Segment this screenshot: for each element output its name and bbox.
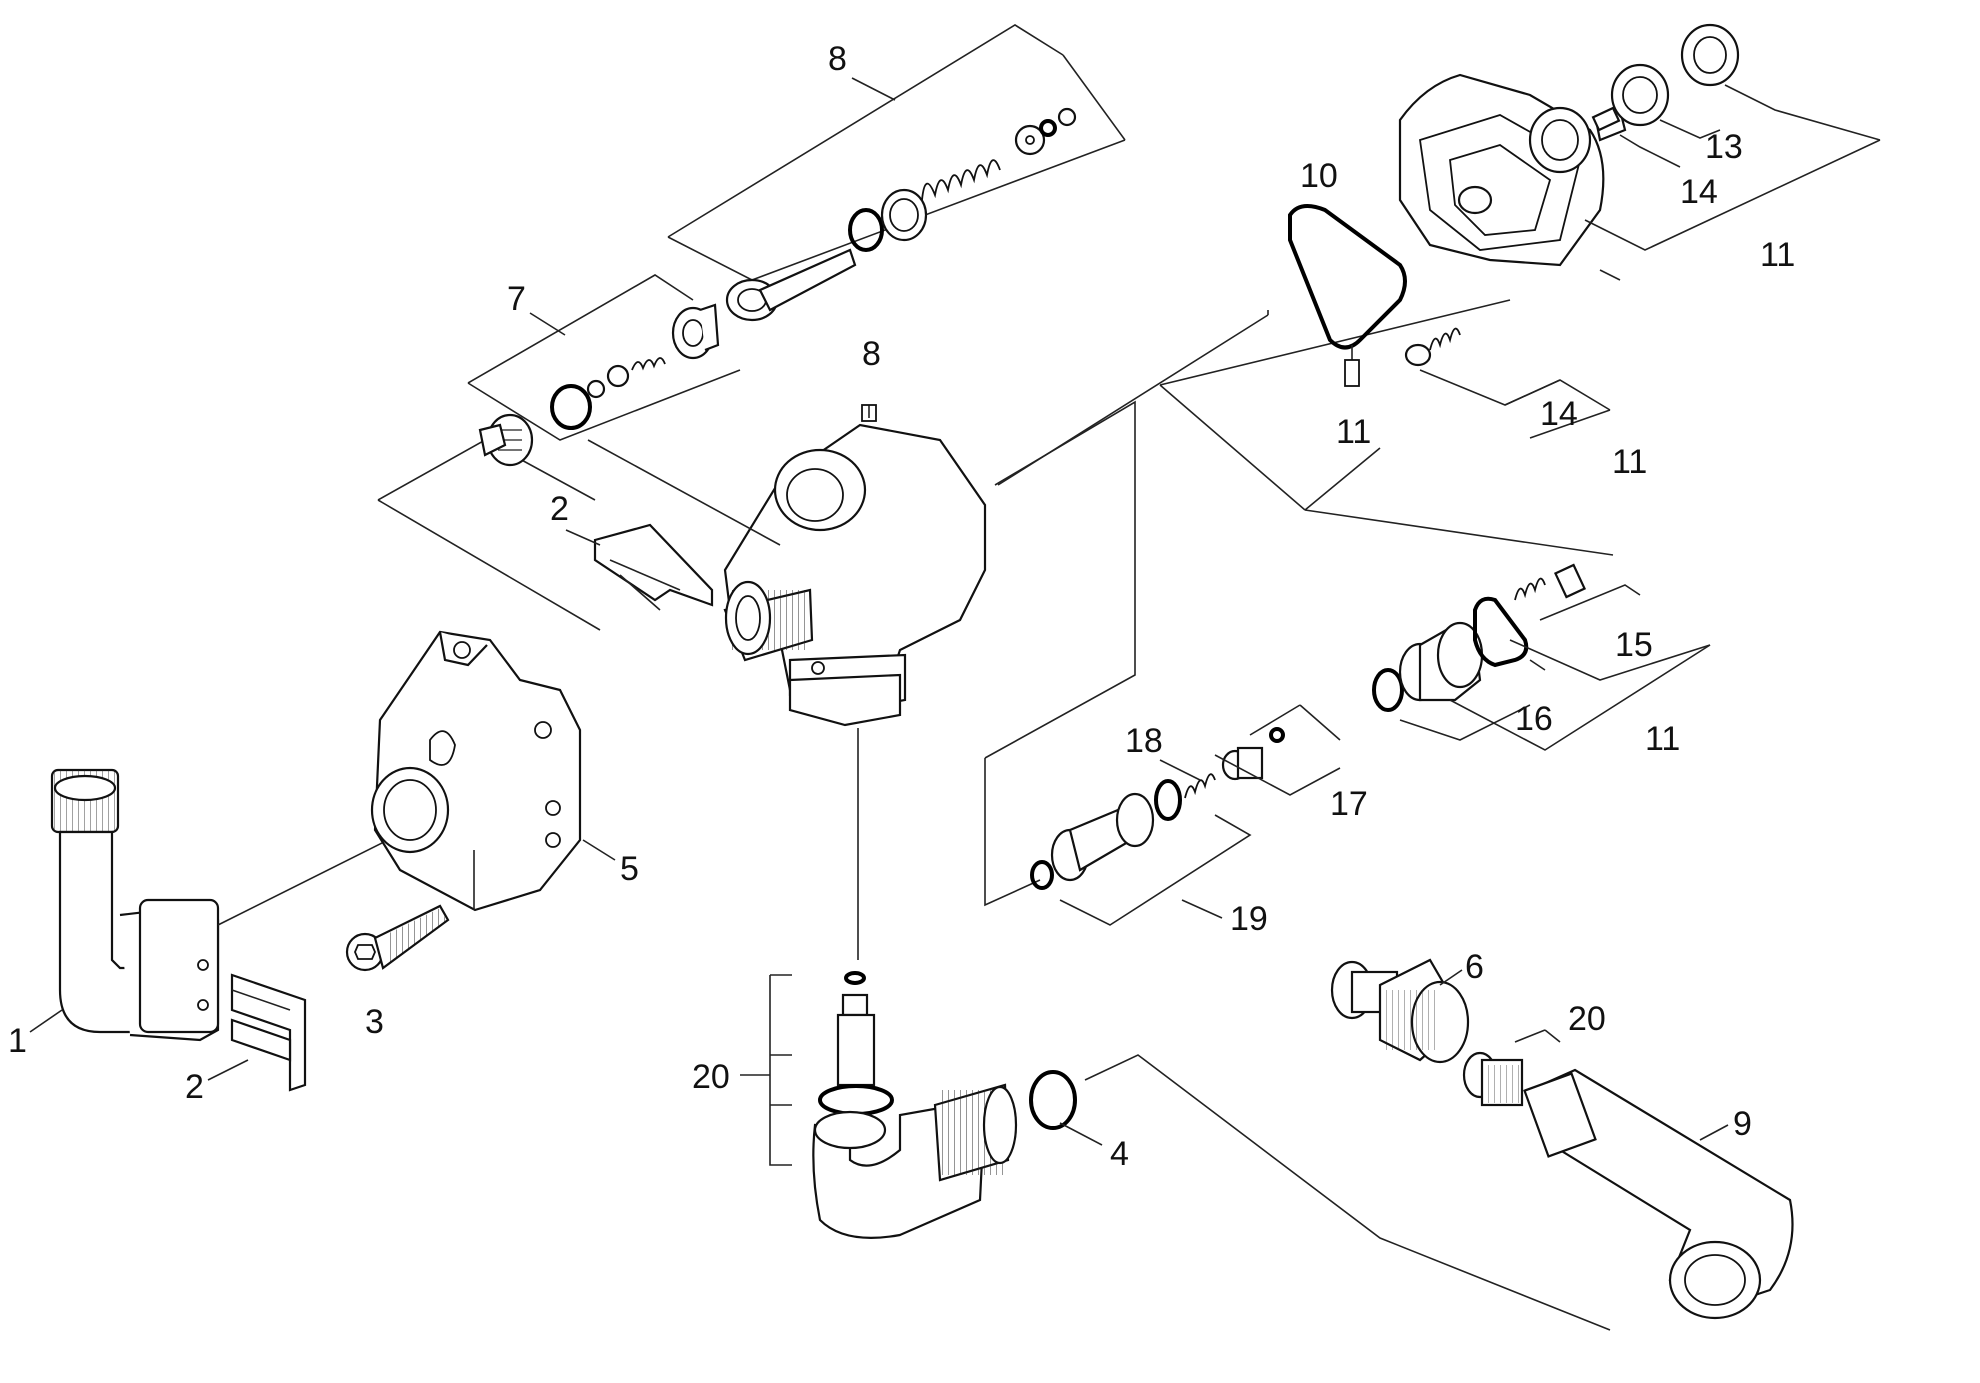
part-5-housing	[370, 630, 582, 912]
label-part-18: 18	[1125, 722, 1163, 760]
label-part-11-b: 11	[1760, 236, 1795, 274]
part-19-valve-group	[984, 400, 1341, 926]
label-part-7: 7	[507, 280, 526, 318]
leader-11	[1159, 384, 1306, 511]
label-part-9: 9	[1733, 1105, 1752, 1143]
part-7-valve-kit	[377, 274, 781, 631]
part-13-cap	[1610, 23, 1881, 141]
part-11-cover	[1398, 73, 1881, 281]
label-part-5: 5	[620, 850, 639, 888]
label-part-4: 4	[1110, 1135, 1129, 1173]
label-part-2-bottom: 2	[185, 1068, 204, 1106]
part-14-pin	[1591, 106, 1681, 168]
part-1-inlet-elbow	[50, 768, 393, 1042]
part-20-valve-stem	[740, 971, 1018, 1239]
part-8-pump-head	[723, 404, 987, 727]
label-part-20-left: 20	[692, 1058, 730, 1096]
label-part-14-top: 14	[1680, 173, 1718, 211]
part-3-screw	[345, 904, 450, 972]
label-part-19: 19	[1230, 900, 1268, 938]
leader-9	[1084, 1054, 1611, 1331]
label-part-11-a: 11	[1336, 413, 1371, 451]
part-2-clip-bottom	[230, 973, 307, 1092]
label-part-11-d: 11	[1612, 443, 1647, 481]
part-4-oring	[1029, 1070, 1077, 1130]
part-14-spring	[1404, 327, 1611, 439]
part-8-valve-kit	[667, 24, 1126, 322]
label-part-16: 16	[1515, 700, 1553, 738]
label-part-6: 6	[1465, 948, 1484, 986]
part-15-16-group	[1304, 447, 1711, 751]
label-part-8-center: 8	[862, 335, 881, 373]
part-9-inlet-pipe	[1462, 1029, 1794, 1320]
label-part-2-top: 2	[550, 490, 569, 528]
label-part-14-lower: 14	[1540, 395, 1578, 433]
label-part-3: 3	[365, 1003, 384, 1041]
part-6-coupling	[1330, 958, 1470, 1064]
label-part-17: 17	[1330, 785, 1368, 823]
label-part-11-e: 11	[1645, 720, 1680, 758]
label-part-8-top: 8	[828, 40, 847, 78]
part-2-clip-top	[593, 523, 714, 611]
label-part-20-right: 20	[1568, 1000, 1606, 1038]
label-part-15: 15	[1615, 626, 1653, 664]
label-part-1: 1	[8, 1022, 27, 1060]
part-10-seal	[1288, 204, 1407, 350]
label-part-10: 10	[1300, 157, 1338, 195]
label-part-13: 13	[1705, 128, 1743, 166]
leader-frame-right	[997, 314, 1269, 486]
